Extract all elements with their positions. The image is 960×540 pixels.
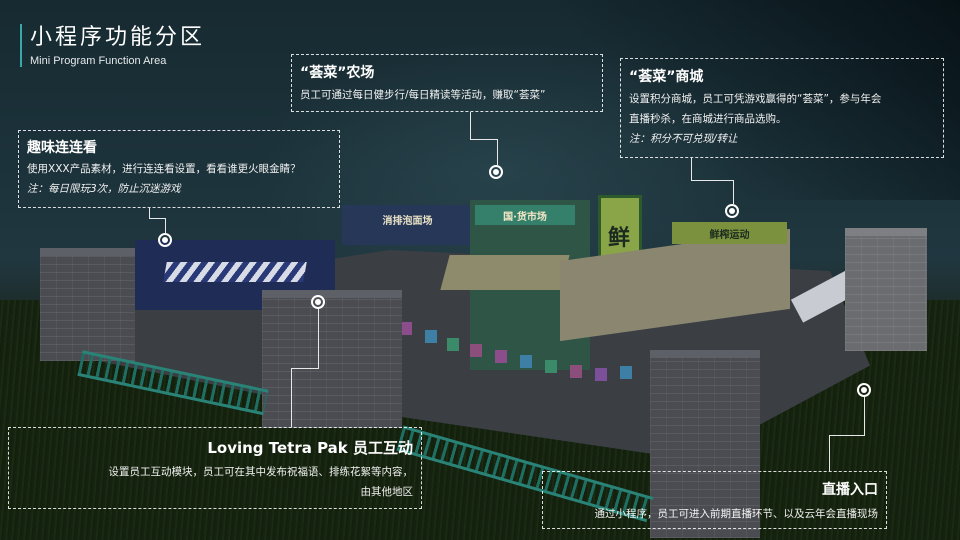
- callout-desc: 使用XXX产品素材，进行连连看设置，看看谁更火眼金睛？: [27, 163, 301, 175]
- noodle-sign: 消排泡面场: [382, 216, 433, 227]
- connector-line: [318, 309, 319, 368]
- bunting-flag: [520, 355, 532, 368]
- callout-match-game: 趣味连连看 使用XXX产品素材，进行连连看设置，看看谁更火眼金睛？ 注：每日限玩…: [18, 130, 340, 208]
- page-subtitle: Mini Program Function Area: [30, 55, 167, 67]
- vignette: [560, 0, 960, 200]
- bunting-flag: [545, 360, 557, 373]
- connector-line: [733, 180, 734, 204]
- callout-desc-1: 设置积分商城，员工可凭游戏赢得的“荟菜”，参与年会: [629, 93, 882, 105]
- hotspot-live[interactable]: [857, 383, 871, 397]
- callout-desc-2: 直播秒杀，在商城进行商品选购。: [629, 113, 787, 125]
- callout-mall: “荟菜”商城 设置积分商城，员工可凭游戏赢得的“荟菜”，参与年会 直播秒杀，在商…: [620, 58, 944, 158]
- hotspot-interaction[interactable]: [311, 295, 325, 309]
- bunting-flag: [595, 368, 607, 381]
- noodle-stall: [342, 205, 472, 245]
- hotspot-match-game[interactable]: [158, 233, 172, 247]
- callout-interaction: Loving Tetra Pak 员工互动 设置员工互动模块，员工可在其中发布祝…: [8, 427, 422, 509]
- brick-pillar-left: [40, 248, 135, 361]
- connector-line: [470, 112, 471, 139]
- connector-line: [829, 435, 865, 436]
- callout-desc-1: 设置员工互动模块，员工可在其中发布祝福语、排练花絮等内容，: [108, 466, 414, 478]
- bunting-flag: [425, 330, 437, 343]
- callout-live: 直播入口 通过小程序，员工可进入前期直播环节、以及云年会直播现场: [542, 471, 887, 529]
- callout-title: “荟菜”农场: [300, 65, 375, 81]
- connector-line: [829, 435, 830, 471]
- fresh-sign: 鲜: [607, 226, 630, 251]
- hotspot-farm[interactable]: [489, 165, 503, 179]
- left-stall-awning: [163, 262, 307, 282]
- callout-desc-2: 由其他地区: [360, 486, 414, 498]
- callout-note: 注：每日限玩3次，防止沉迷游戏: [27, 183, 181, 195]
- callout-farm: “荟菜”农场 员工可通过每日健步行/每日精读等活动，赚取“荟菜”: [291, 54, 603, 112]
- juice-sign-bg: [672, 222, 787, 244]
- market-awning: [440, 255, 570, 290]
- market-sign-bg: [475, 205, 575, 225]
- bunting-flag: [400, 322, 412, 335]
- callout-title: 趣味连连看: [27, 140, 97, 156]
- connector-line: [291, 368, 319, 369]
- connector-line: [691, 180, 733, 181]
- connector-line: [149, 208, 150, 218]
- connector-line: [691, 158, 692, 180]
- brick-pillar-front: [650, 350, 760, 538]
- bunting-flag: [620, 366, 632, 379]
- bunting-flag: [570, 365, 582, 378]
- market-sign: 国·货市场: [503, 212, 547, 223]
- callout-desc: 员工可通过每日健步行/每日精读等活动，赚取“荟菜”: [300, 89, 546, 101]
- connector-line: [470, 139, 497, 140]
- page-header: 小程序功能分区 Mini Program Function Area: [20, 24, 205, 67]
- connector-line: [864, 397, 865, 435]
- connector-line: [497, 139, 498, 165]
- callout-note: 注：积分不可兑现/转让: [629, 133, 738, 145]
- connector-line: [165, 218, 166, 233]
- page-title: 小程序功能分区: [30, 25, 206, 50]
- callout-title: 直播入口: [822, 482, 878, 498]
- brick-pillar-center: [262, 290, 402, 428]
- bunting-flag: [470, 344, 482, 357]
- callout-title: Loving Tetra Pak 员工互动: [207, 439, 413, 457]
- bunting-flag: [447, 338, 459, 351]
- hotspot-mall[interactable]: [725, 204, 739, 218]
- connector-line: [149, 218, 165, 219]
- bunting-flag: [495, 350, 507, 363]
- connector-line: [291, 368, 292, 427]
- juice-sign: 鲜榨运动: [709, 230, 750, 241]
- brick-pillar-right: [845, 228, 927, 351]
- callout-title: “荟菜”商城: [629, 69, 704, 85]
- callout-desc: 通过小程序，员工可进入前期直播环节、以及云年会直播现场: [594, 508, 879, 520]
